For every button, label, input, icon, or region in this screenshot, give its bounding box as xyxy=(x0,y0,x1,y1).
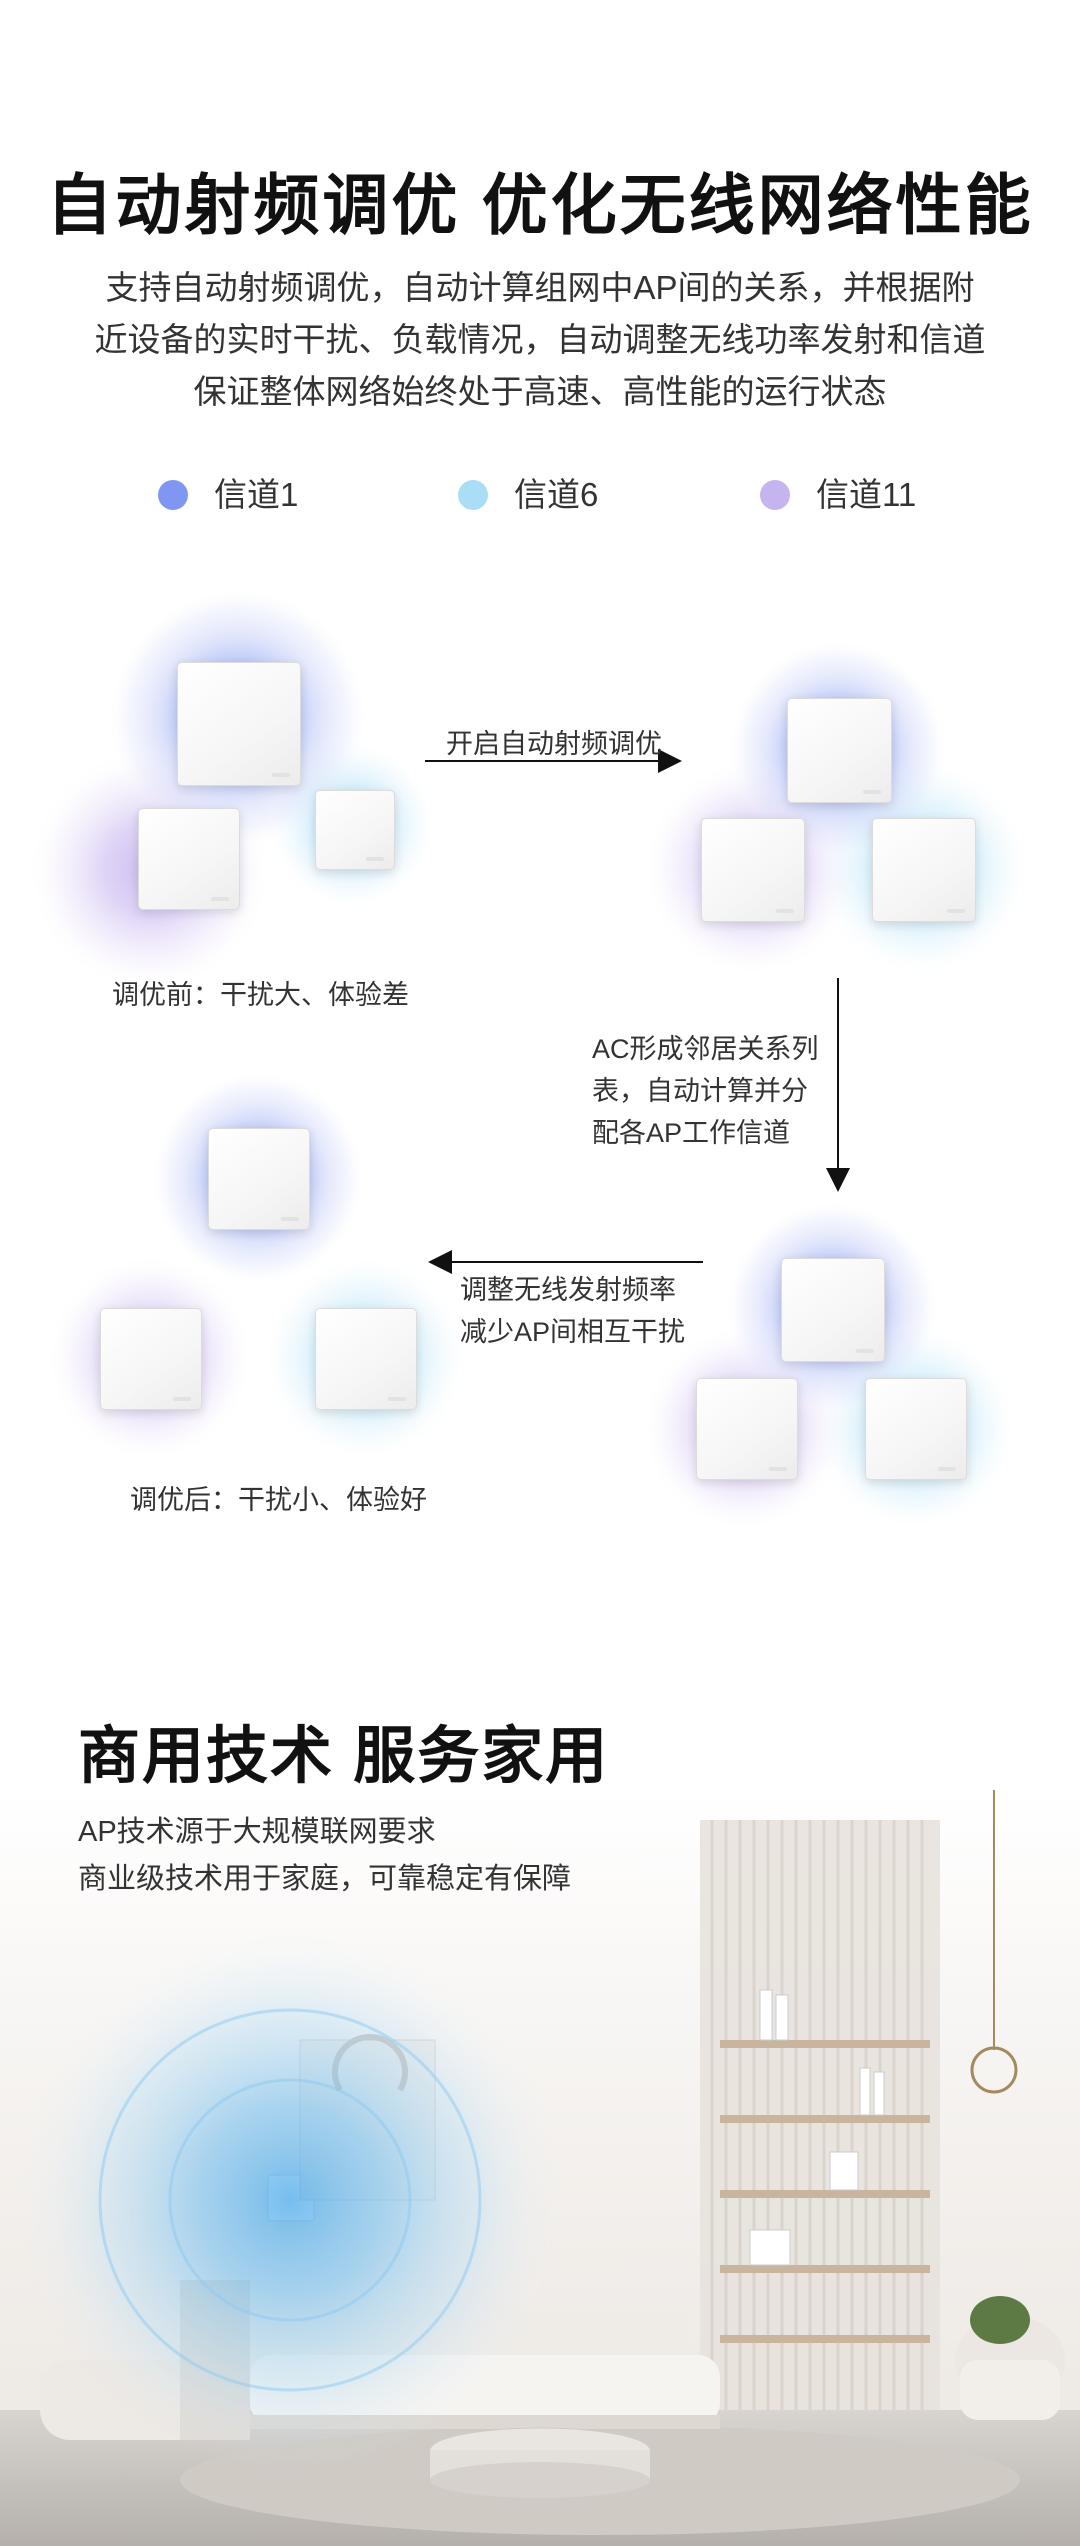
legend-channel6: 信道6 xyxy=(458,477,598,513)
step2-label-line3: 配各AP工作信道 xyxy=(592,1118,791,1148)
legend-channel1-label: 信道1 xyxy=(214,476,299,513)
legend-channel11-label: 信道11 xyxy=(816,476,917,513)
after-ap1-device xyxy=(208,1128,310,1230)
stage2-ap2-device xyxy=(701,818,805,922)
legend-channel11: 信道11 xyxy=(760,477,916,513)
before-ap2-device xyxy=(138,808,240,910)
step3-label-line1: 调整无线发射频率 xyxy=(460,1275,676,1305)
stage3-ap1-device xyxy=(781,1258,885,1362)
stage3-ap3-device xyxy=(865,1378,967,1480)
section2-line-1: AP技术源于大规模联网要求 xyxy=(78,1816,436,1848)
legend-channel6-label: 信道6 xyxy=(514,476,599,513)
living-room-illustration xyxy=(0,1790,1080,2546)
before-ap1-device xyxy=(177,662,301,786)
after-ap2-device xyxy=(100,1308,202,1410)
step2-label-line1: AC形成邻居关系列 xyxy=(592,1034,819,1064)
step3-label-line2: 减少AP间相互干扰 xyxy=(460,1317,686,1347)
step2-label-line2: 表，自动计算并分 xyxy=(592,1076,808,1106)
description-line-2: 近设备的实时干扰、负载情况，自动调整无线功率发射和信道 xyxy=(94,321,986,358)
living-room-scene xyxy=(0,1790,1080,2546)
after-ap3-device xyxy=(315,1308,417,1410)
before-ap3-device xyxy=(315,790,395,870)
section2-title: 商用技术 服务家用 xyxy=(78,1722,610,1791)
description-line-3: 保证整体网络始终处于高速、高性能的运行状态 xyxy=(193,373,887,410)
stage2-ap3-device xyxy=(872,818,976,922)
channel11-dot-icon xyxy=(760,480,790,510)
stage3-ap2-device xyxy=(696,1378,798,1480)
after-caption: 调优后：干扰小、体验好 xyxy=(130,1485,427,1515)
channel1-dot-icon xyxy=(158,480,188,510)
legend-channel1: 信道1 xyxy=(158,477,298,513)
stage2-ap1-device xyxy=(787,698,892,803)
channel6-dot-icon xyxy=(458,480,488,510)
page-title: 自动射频调优 优化无线网络性能 xyxy=(46,168,1034,242)
section2-line-2: 商业级技术用于家庭，可靠稳定有保障 xyxy=(78,1863,572,1895)
description-line-1: 支持自动射频调优，自动计算组网中AP间的关系，并根据附 xyxy=(105,269,975,306)
before-caption: 调优前：干扰大、体验差 xyxy=(112,980,409,1010)
step1-label: 开启自动射频调优 xyxy=(446,729,662,759)
